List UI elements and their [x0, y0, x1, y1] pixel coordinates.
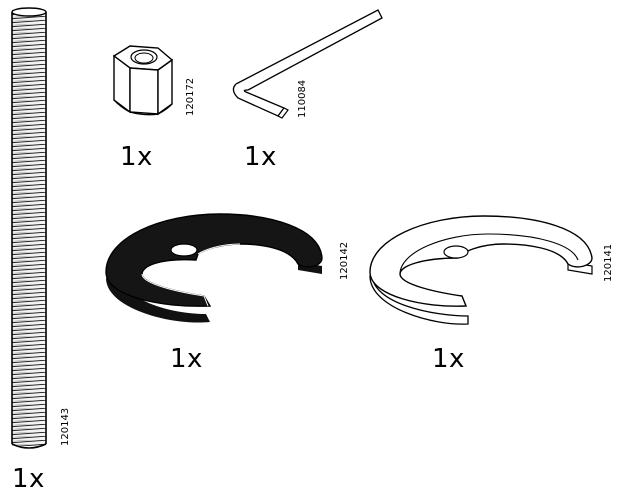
- allen-key-article-number: 110084: [297, 79, 308, 118]
- black-c-washer-part: [100, 210, 332, 326]
- threaded-rod-icon: [11, 7, 47, 449]
- allen-key-quantity: 1x: [244, 142, 277, 172]
- allen-key-icon: [232, 9, 383, 119]
- hex-nut-icon: [112, 45, 174, 116]
- black-c-washer-quantity: 1x: [170, 344, 203, 374]
- hex-nut-quantity: 1x: [120, 142, 153, 172]
- white-c-washer-part: [364, 212, 600, 328]
- threaded-rod-quantity: 1x: [12, 464, 45, 494]
- hex-nut-article-number: 120172: [185, 77, 196, 116]
- white-c-washer-article-number: 120141: [603, 243, 614, 282]
- white-c-washer-quantity: 1x: [432, 344, 465, 374]
- allen-key-part: [228, 6, 388, 119]
- black-c-washer-article-number: 120142: [339, 241, 350, 280]
- threaded-rod-part: [8, 4, 58, 454]
- hex-nut-part: [100, 42, 180, 120]
- white-c-washer-icon: [369, 215, 593, 325]
- threaded-rod-article-number: 120143: [60, 407, 71, 446]
- black-c-washer-icon: [105, 213, 323, 323]
